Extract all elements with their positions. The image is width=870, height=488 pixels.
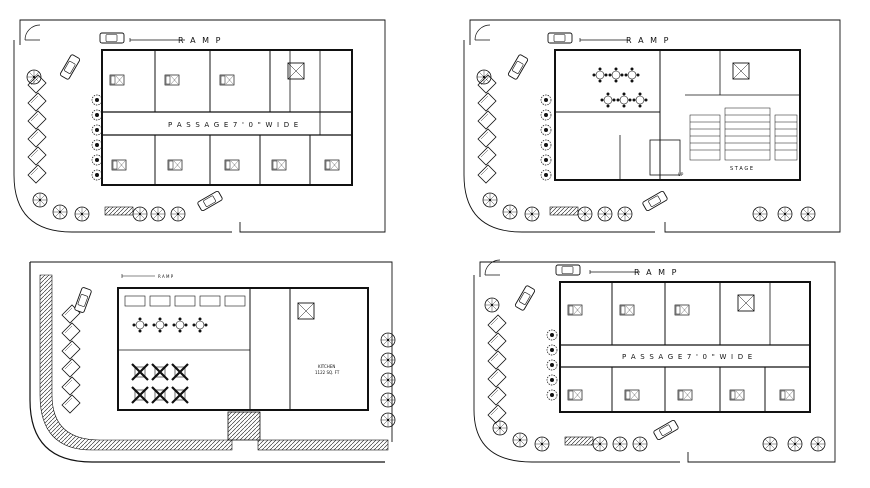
- car-icon: [73, 286, 93, 314]
- parking-stalls: [27, 74, 47, 184]
- parking-stalls: [477, 74, 497, 184]
- lounge-tables: [130, 362, 190, 405]
- fence: [564, 436, 594, 446]
- car-icon: [547, 32, 573, 44]
- booth-tables: [124, 295, 246, 307]
- car-icon: [196, 190, 224, 212]
- planting-strip-right: [257, 439, 389, 451]
- car-icon: [652, 419, 680, 441]
- curved-road-edge: [473, 275, 680, 463]
- ramp-arrow: [129, 38, 185, 42]
- hedge-row: [540, 94, 552, 181]
- car-icon: [514, 284, 536, 312]
- fence: [549, 206, 579, 216]
- parking-stalls: [61, 304, 81, 414]
- ramp-label: R A M P: [178, 36, 222, 45]
- hedge-row: [91, 94, 103, 181]
- palm-tree-icon: [476, 69, 492, 85]
- plan-2: R A M P S T A G E UP: [463, 19, 841, 233]
- ramp-label: R A M P: [158, 274, 174, 279]
- kitchen-area: 1122 SQ. FT: [315, 370, 340, 375]
- car-icon: [507, 53, 529, 81]
- auditorium-seating: [689, 107, 798, 161]
- building-outline: [554, 49, 801, 181]
- dining-tables: [592, 67, 648, 108]
- site-boundary: [30, 261, 393, 442]
- car-icon: [555, 264, 581, 276]
- building-outline: [117, 287, 369, 411]
- gate: [24, 24, 41, 41]
- entry-stairs: [227, 411, 261, 441]
- curved-road-edge: [13, 40, 232, 233]
- site-boundary: [19, 19, 386, 233]
- site-boundary: [479, 261, 836, 463]
- palm-tree-icon: [484, 297, 500, 313]
- ramp-arrow: [589, 270, 640, 274]
- car-icon: [59, 53, 81, 81]
- stairs: [297, 302, 315, 320]
- up-label: UP: [678, 172, 684, 177]
- ramp-arrow: [121, 274, 155, 278]
- passage-label: P A S S A G E 7 ' 0 " W I D E: [622, 353, 753, 361]
- kitchen-title: KITCHEN: [318, 364, 335, 369]
- curved-road-edge: [29, 262, 385, 463]
- stage-label: S T A G E: [730, 166, 753, 172]
- passage-label: P A S S A G E 7 ' 0 " W I D E: [168, 121, 299, 129]
- hedge-row: [546, 329, 558, 401]
- fence: [104, 206, 134, 216]
- gate: [484, 259, 501, 276]
- building-outline: [101, 49, 353, 186]
- stairs: [732, 62, 750, 80]
- dining-tables: [132, 317, 208, 333]
- parking-stalls: [487, 314, 507, 424]
- palm-tree-icon: [26, 69, 42, 85]
- ramp-label: R A M P: [634, 268, 678, 277]
- stair-core: [649, 139, 681, 176]
- building-outline: [559, 281, 811, 413]
- gate: [474, 24, 491, 41]
- car-icon: [99, 32, 125, 44]
- ramp-label: R A M P: [626, 36, 670, 45]
- curved-road-edge: [463, 40, 655, 233]
- site-boundary: [469, 19, 841, 233]
- stairs: [737, 294, 755, 312]
- tree-row: [380, 332, 396, 428]
- plan-3: R A M P KITCHEN 1122 SQ. FT: [29, 261, 396, 463]
- plan-1: R A M P P A S S A G E 7 ' 0 " W I D E: [13, 19, 386, 233]
- car-icon: [641, 190, 669, 212]
- plan-4: R A M P P A S S A G E 7 ' 0 " W I D E: [473, 259, 836, 463]
- ramp-arrow: [579, 38, 630, 42]
